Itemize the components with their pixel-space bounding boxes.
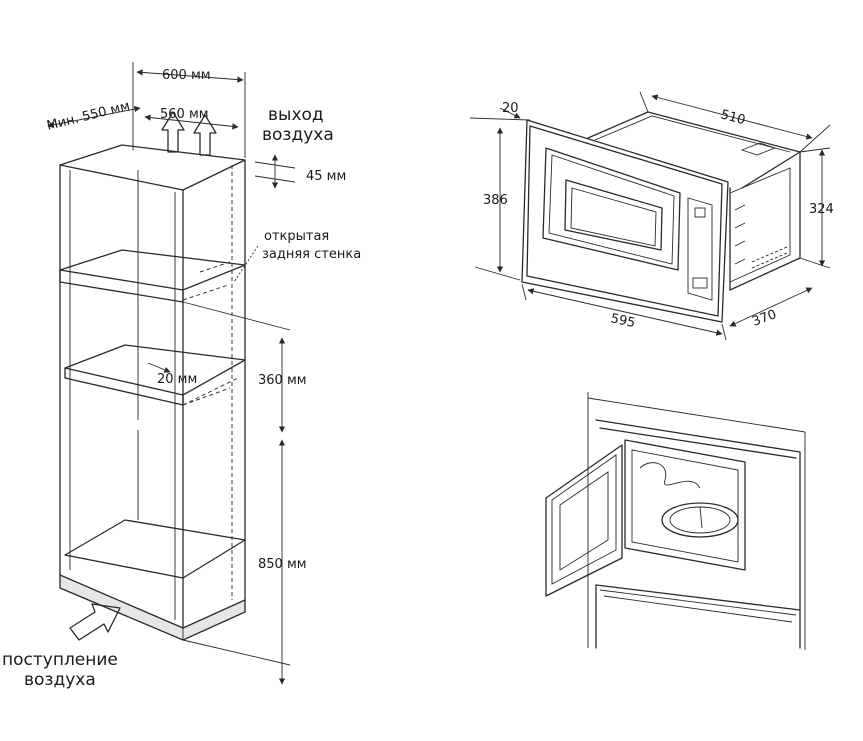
oven-cavity: [624, 439, 746, 571]
label-floor-850: 850 мм: [258, 557, 307, 572]
open-door: [545, 444, 623, 597]
air-in-arrow: [69, 603, 121, 641]
label-niche-360: 360 мм: [258, 373, 307, 388]
built-in-microwave-drawing: [545, 392, 806, 650]
cabinet-plinth: [59, 574, 246, 641]
microwave-dimensions-drawing: 20 510 386 324 595 370: [469, 91, 834, 341]
label-width-600: 600 мм: [162, 68, 211, 83]
cabinet-front-left-frame: [59, 164, 184, 629]
cabinet-top: [59, 144, 246, 191]
label-rear-open: открытая задняя стенка: [262, 229, 361, 262]
cabinet-right-edge: [182, 159, 246, 629]
label-height-324: 324: [809, 202, 834, 217]
label-air-in: поступление воздуха: [2, 650, 123, 690]
turntable: [661, 502, 739, 538]
label-air-out: выход воздуха: [262, 105, 334, 145]
cabinet-drawing: 600 мм 560 мм Мин. 550 мм 45 мм выход во…: [2, 62, 361, 690]
microwave-window: [542, 147, 681, 271]
upper-shelf: [59, 249, 246, 291]
bottom-shelf: [64, 519, 246, 579]
label-width-510: 510: [719, 107, 747, 128]
label-shelf-20: 20 мм: [157, 372, 197, 387]
plinth-shading: [60, 575, 245, 640]
label-depth-370: 370: [750, 307, 778, 330]
label-width-560: 560 мм: [160, 107, 209, 122]
label-depth-min: Мин. 550 мм: [45, 99, 131, 134]
label-gap-45: 45 мм: [306, 169, 346, 184]
label-width-595: 595: [609, 311, 636, 331]
middle-shelf: [64, 344, 246, 396]
label-height-386: 386: [483, 193, 508, 208]
label-depth-20: 20: [502, 101, 519, 116]
